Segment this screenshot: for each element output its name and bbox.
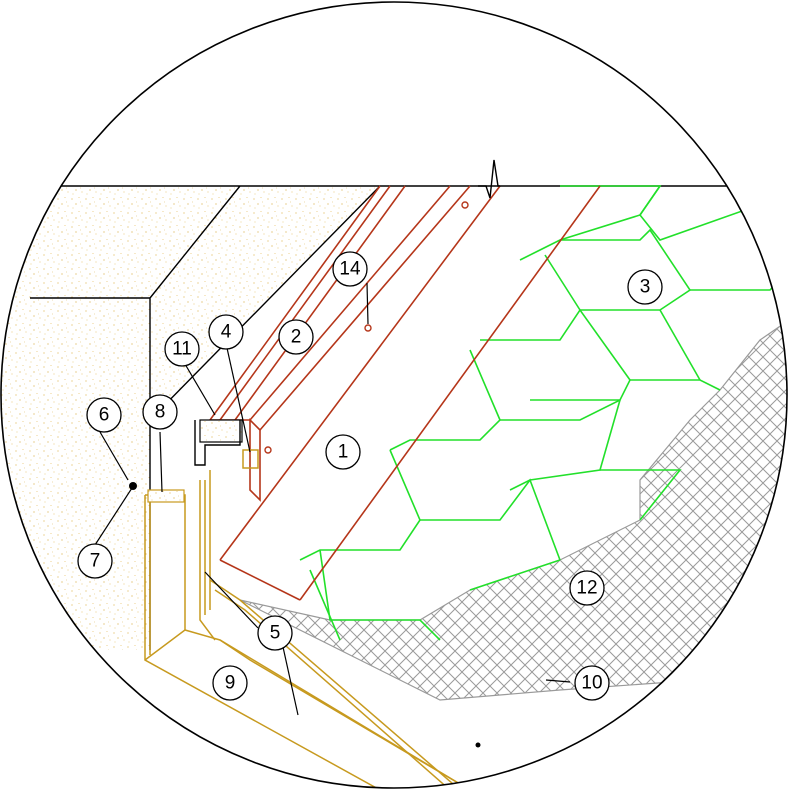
- callout-9: 9: [212, 665, 248, 701]
- marker-dot: [475, 742, 481, 748]
- clip: [242, 449, 259, 469]
- svg-text:9: 9: [225, 673, 236, 694]
- callout-2: 2: [278, 319, 314, 355]
- svg-text:11: 11: [172, 339, 192, 360]
- svg-text:5: 5: [270, 623, 281, 644]
- callout-1: 1: [325, 434, 361, 470]
- callout-7: 7: [77, 543, 113, 579]
- fixing-dot: [461, 201, 469, 209]
- svg-text:7: 7: [90, 551, 101, 572]
- timber-batten: [147, 489, 185, 503]
- svg-text:14: 14: [339, 259, 361, 280]
- callout-6: 6: [86, 397, 122, 433]
- slate-courses: [299, 185, 787, 641]
- svg-text:4: 4: [221, 322, 232, 343]
- callout-8: 8: [142, 394, 178, 430]
- leader-lines: [94, 282, 571, 716]
- fixing-dot: [364, 324, 372, 332]
- fixing-dot: [264, 446, 272, 454]
- junction-dot: [129, 482, 137, 490]
- svg-text:1: 1: [338, 442, 349, 463]
- svg-text:10: 10: [581, 673, 602, 694]
- break-line: [478, 159, 560, 199]
- masonry-block: [1, 186, 380, 650]
- masonry-outline: [1, 185, 787, 650]
- callout-5: 5: [257, 615, 293, 651]
- callout-11: 11: [164, 331, 200, 367]
- callout-10: 10: [574, 665, 610, 701]
- callout-3: 3: [627, 269, 663, 305]
- callout-12: 12: [569, 570, 605, 606]
- svg-text:6: 6: [99, 405, 110, 426]
- callout-4: 4: [208, 314, 244, 350]
- svg-text:3: 3: [640, 277, 651, 298]
- svg-text:2: 2: [291, 327, 302, 348]
- support-bracket: [194, 420, 241, 466]
- underlay-mesh: [239, 318, 787, 701]
- flashing: [209, 185, 601, 601]
- svg-text:8: 8: [155, 402, 166, 423]
- callout-14: 14: [332, 251, 368, 287]
- svg-text:12: 12: [576, 578, 597, 599]
- support-block: [199, 419, 243, 443]
